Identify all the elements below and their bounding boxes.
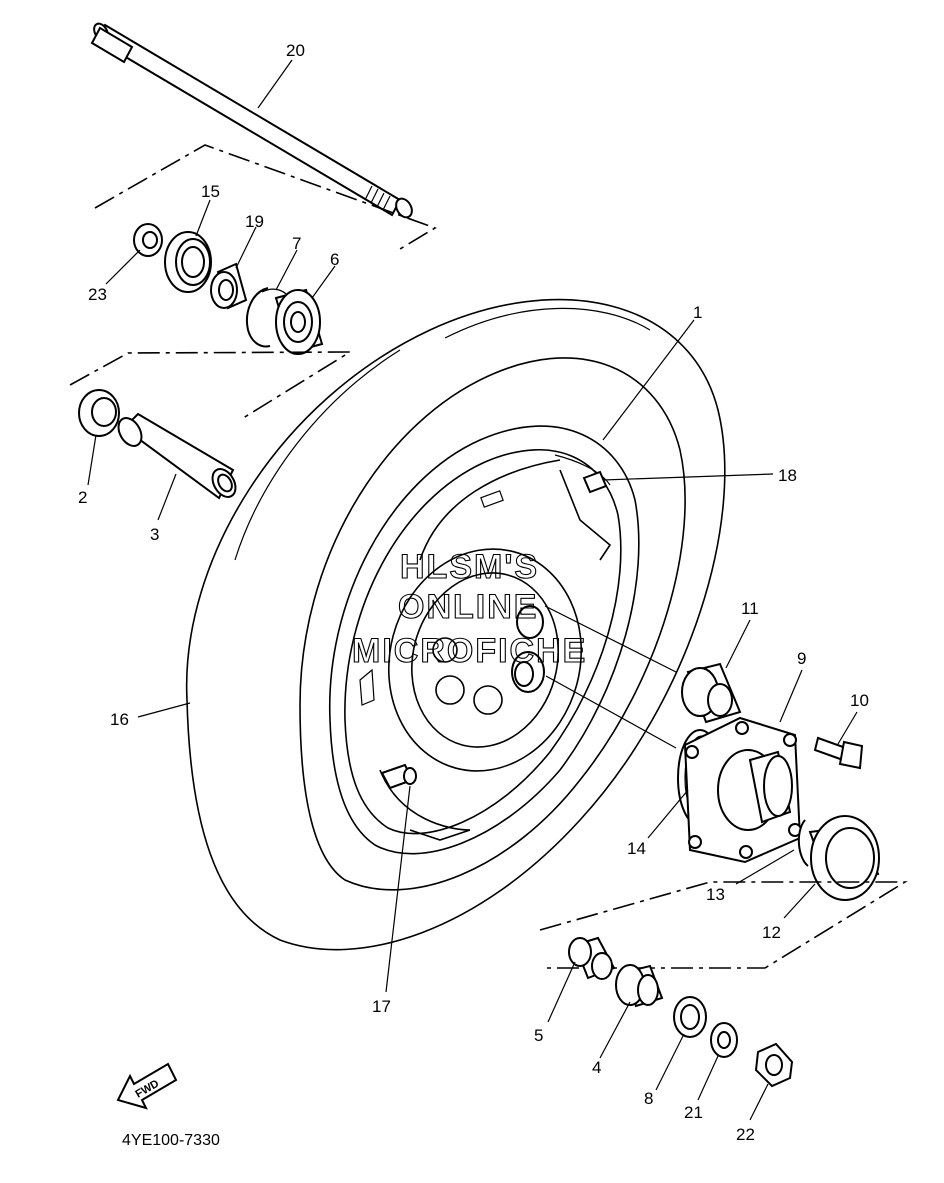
watermark-line-3: MICROFICHE [352, 632, 587, 670]
collar-part-19 [210, 262, 248, 310]
callout-9: 9 [797, 649, 806, 668]
callout-14: 14 [627, 839, 646, 858]
bolt-part-10 [813, 736, 864, 770]
callout-3: 3 [150, 525, 159, 544]
leader-lines [87, 59, 858, 1121]
callout-22: 22 [736, 1125, 755, 1144]
collar-part-11 [681, 662, 742, 724]
flange-part-9 [683, 716, 802, 864]
callout-20: 20 [286, 41, 305, 60]
callout-5: 5 [534, 1026, 543, 1045]
callout-23: 23 [88, 285, 107, 304]
circlip-part-13 [797, 819, 809, 867]
balance-weight-part-18 [582, 470, 608, 494]
callout-11: 11 [741, 599, 759, 618]
callout-17: 17 [372, 997, 391, 1016]
spacer-part-4 [615, 964, 664, 1008]
washer-part-21 [710, 1022, 738, 1058]
callout-15: 15 [201, 182, 220, 201]
callout-7: 7 [292, 234, 301, 253]
document-code: 4YE100-7330 [122, 1132, 220, 1149]
oil-seal-part-15 [164, 231, 212, 293]
callout-labels: 1 2 3 4 5 6 7 8 9 10 11 12 13 14 15 16 1… [78, 41, 869, 1144]
callout-6: 6 [330, 250, 339, 269]
assembly-bracket-right [539, 881, 908, 969]
spacer-part-3 [117, 412, 237, 500]
callout-16: 16 [110, 710, 129, 729]
watermark-line-1: HLSM'S [400, 548, 539, 586]
callout-21: 21 [684, 1103, 703, 1122]
oil-seal-part-12 [808, 815, 880, 901]
callout-13: 13 [706, 885, 725, 904]
axle-shaft-part-20 [90, 22, 413, 219]
watermark: HLSM'S ONLINE MICROFICHE [351, 547, 587, 670]
circlip-part-7 [246, 287, 291, 348]
callout-1: 1 [693, 303, 702, 322]
wheel-tire-part-16 [185, 298, 726, 951]
forward-arrow-icon: FWD [116, 1062, 178, 1110]
bearing-part-8 [673, 996, 707, 1038]
watermark-line-2: ONLINE [398, 588, 538, 626]
callout-10: 10 [850, 691, 869, 710]
callout-18: 18 [778, 466, 797, 485]
nut-part-22 [754, 1042, 794, 1088]
callout-19: 19 [245, 212, 264, 231]
seal-part-2 [78, 389, 120, 437]
wheel-rim-part-1 [328, 425, 640, 855]
assembly-bracket-lower [69, 351, 353, 421]
callout-8: 8 [644, 1089, 653, 1108]
callout-2: 2 [78, 488, 87, 507]
collar-part-5 [568, 936, 616, 980]
bearing-part-6 [274, 288, 324, 355]
callout-12: 12 [762, 923, 781, 942]
callout-4: 4 [592, 1058, 601, 1077]
washer-part-23 [133, 223, 163, 257]
valve-part-17 [380, 763, 417, 790]
assembly-bracket-upper [94, 144, 437, 253]
